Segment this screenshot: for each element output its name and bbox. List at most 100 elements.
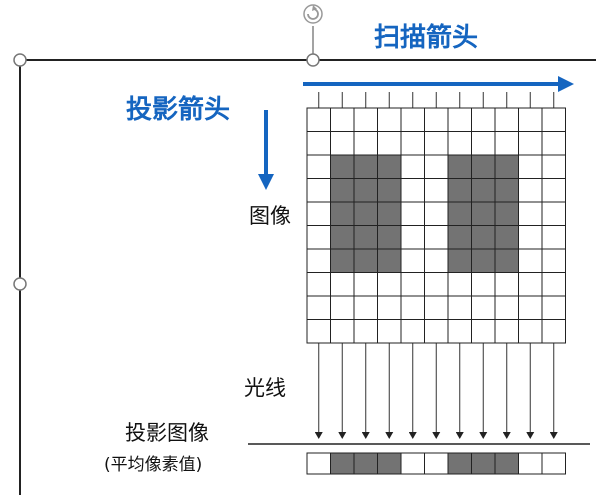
grid-cell — [518, 272, 543, 297]
grid-cell — [353, 272, 378, 297]
projection-cell — [424, 452, 449, 475]
grid-cell — [330, 319, 355, 344]
grid-cell — [518, 225, 543, 250]
grid-cell — [447, 131, 472, 156]
grid-cell-filled — [494, 225, 519, 250]
grid-cell — [400, 131, 425, 156]
projection-image-label: 投影图像 — [125, 421, 209, 445]
grid-cell — [306, 225, 331, 250]
projection-arrow-label: 投影箭头 — [126, 95, 231, 125]
grid-cell-filled — [353, 178, 378, 203]
projection-cell — [306, 452, 331, 475]
rotate-handle-icon[interactable] — [303, 4, 323, 24]
grid-cell-filled — [471, 178, 496, 203]
grid-cell — [541, 107, 566, 132]
grid-cell-filled — [494, 201, 519, 226]
grid-cell-filled — [471, 154, 496, 179]
grid-cell-filled — [494, 248, 519, 273]
grid-cell — [353, 131, 378, 156]
grid-cell-filled — [377, 154, 402, 179]
grid-cell — [400, 154, 425, 179]
grid-cell — [353, 319, 378, 344]
grid-cell — [306, 131, 331, 156]
grid-cell — [471, 295, 496, 320]
grid-cell — [424, 248, 449, 273]
grid-cell — [494, 295, 519, 320]
projection-cell-filled — [494, 452, 519, 475]
grid-cell — [306, 295, 331, 320]
grid-cell — [424, 295, 449, 320]
grid-cell — [377, 107, 402, 132]
grid-cell — [400, 295, 425, 320]
grid-cell — [518, 107, 543, 132]
projection-cell-filled — [353, 452, 378, 475]
projection-cell — [541, 452, 566, 475]
grid-cell — [447, 319, 472, 344]
grid-cell — [330, 272, 355, 297]
projection-cell — [400, 452, 425, 475]
grid-cell — [541, 178, 566, 203]
grid-cell — [471, 319, 496, 344]
grid-cell — [306, 154, 331, 179]
grid-cell — [377, 319, 402, 344]
grid-cell — [400, 178, 425, 203]
grid-cell-filled — [494, 154, 519, 179]
grid-cell — [541, 131, 566, 156]
grid-cell-filled — [447, 154, 472, 179]
grid-cell-filled — [377, 225, 402, 250]
grid-cell — [518, 131, 543, 156]
grid-cell — [518, 319, 543, 344]
grid-cell — [400, 201, 425, 226]
grid-cell — [518, 295, 543, 320]
scan-arrow-label: 扫描箭头 — [374, 23, 479, 53]
grid-cell-filled — [330, 178, 355, 203]
grid-cell — [424, 319, 449, 344]
grid-cell — [400, 225, 425, 250]
grid-cell — [494, 272, 519, 297]
grid-cell-filled — [353, 154, 378, 179]
grid-cell — [447, 107, 472, 132]
grid-cell — [424, 225, 449, 250]
image-label: 图像 — [249, 204, 291, 228]
grid-cell — [377, 295, 402, 320]
grid-cell — [330, 107, 355, 132]
grid-cell — [400, 248, 425, 273]
grid-cell — [518, 201, 543, 226]
grid-cell — [518, 154, 543, 179]
grid-cell-filled — [330, 154, 355, 179]
grid-cell-filled — [494, 178, 519, 203]
grid-cell-filled — [447, 248, 472, 273]
projection-strip — [306, 452, 566, 475]
grid-cell-filled — [330, 225, 355, 250]
grid-cell-filled — [447, 225, 472, 250]
grid-cell — [400, 107, 425, 132]
grid-cell — [541, 154, 566, 179]
image-grid — [306, 107, 566, 344]
grid-cell — [306, 319, 331, 344]
grid-cell — [541, 201, 566, 226]
grid-cell — [400, 272, 425, 297]
grid-cell — [424, 178, 449, 203]
grid-cell — [330, 295, 355, 320]
grid-cell-filled — [447, 178, 472, 203]
grid-cell — [471, 131, 496, 156]
grid-cell — [330, 131, 355, 156]
grid-cell — [494, 107, 519, 132]
grid-cell — [471, 272, 496, 297]
projection-cell-filled — [330, 452, 355, 475]
grid-cell — [400, 319, 425, 344]
projection-cell-filled — [447, 452, 472, 475]
grid-cell — [447, 272, 472, 297]
grid-cell — [494, 131, 519, 156]
grid-cell — [447, 295, 472, 320]
selection-handle-middle-left[interactable] — [13, 277, 27, 291]
grid-cell — [424, 201, 449, 226]
grid-cell — [306, 272, 331, 297]
selection-handle-top-center[interactable] — [306, 53, 320, 67]
selection-handle-top-left[interactable] — [13, 53, 27, 67]
projection-cell-filled — [471, 452, 496, 475]
grid-cell — [541, 295, 566, 320]
grid-cell-filled — [353, 248, 378, 273]
grid-cell — [306, 107, 331, 132]
